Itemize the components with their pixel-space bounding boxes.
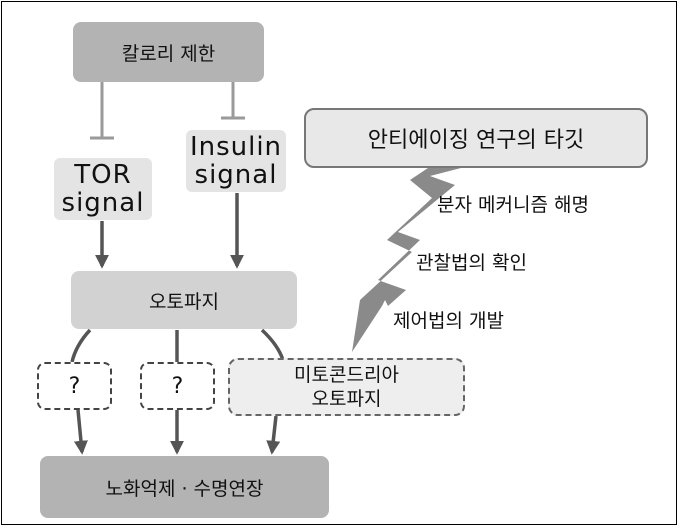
- research-step-2: 관찰법의 확인: [416, 252, 527, 274]
- insulin-signal-label-line2: signal: [194, 160, 278, 190]
- anti-aging-target-callout: 안티에이징 연구의 타깃: [304, 108, 648, 168]
- unknown-pathway-label-2: ?: [171, 373, 184, 399]
- insulin-signal-node: Insulin signal: [186, 130, 286, 192]
- research-step-1: 분자 메커니즘 해명: [437, 194, 589, 216]
- link-autophagy-to-mito: [260, 328, 285, 361]
- insulin-signal-label-line1: Insulin: [189, 132, 283, 162]
- aging-suppression-lifespan-label: 노화억제 · 수명연장: [105, 477, 264, 500]
- autophagy-label: 오토파지: [149, 290, 219, 313]
- calorie-restriction-label: 칼로리 제한: [121, 42, 216, 65]
- arrow-mito-to-outcome: [266, 415, 281, 455]
- aging-suppression-lifespan-node: 노화억제 · 수명연장: [40, 456, 329, 518]
- autophagy-node: 오토파지: [71, 271, 297, 329]
- unknown-pathway-label-1: ?: [68, 373, 81, 399]
- lightning-bolt-callout: [352, 160, 492, 352]
- mitochondrial-autophagy-label-line2: 오토파지: [311, 388, 382, 410]
- research-step-3: 제어법의 개발: [393, 310, 504, 332]
- mitochondrial-autophagy-label-line1: 미토콘드리아: [294, 364, 399, 386]
- tor-signal-label-line1: TOR: [74, 160, 132, 190]
- mitochondrial-autophagy-node: 미토콘드리아 오토파지: [228, 358, 465, 416]
- link-autophagy-to-q1: [70, 328, 92, 363]
- unknown-pathway-node-1: ?: [37, 362, 112, 410]
- arrow-q1-to-outcome: [73, 409, 88, 455]
- tor-signal-node: TOR signal: [54, 158, 152, 220]
- unknown-pathway-node-2: ?: [140, 362, 215, 410]
- calorie-restriction-node: 칼로리 제한: [73, 22, 264, 82]
- anti-aging-target-label: 안티에이징 연구의 타깃: [367, 128, 585, 153]
- tor-signal-label-line2: signal: [61, 188, 145, 218]
